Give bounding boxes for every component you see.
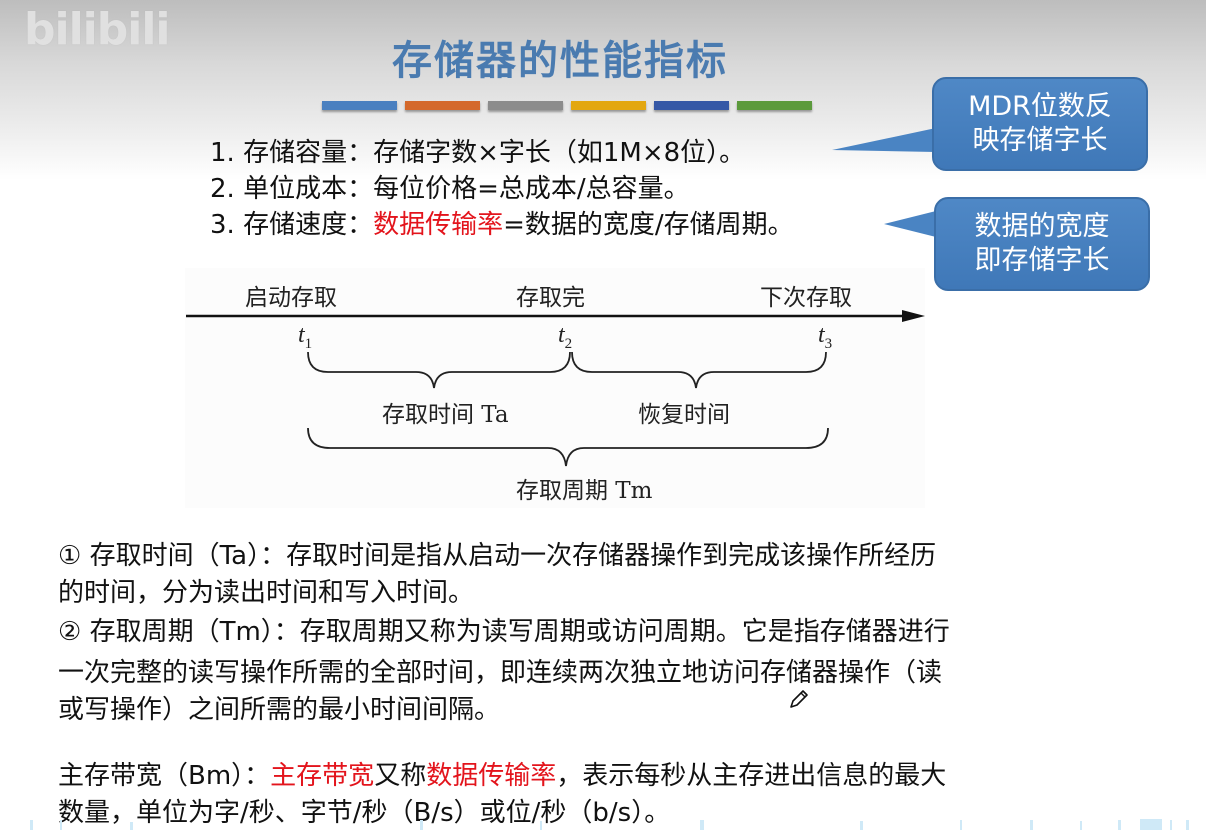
highlight-bandwidth: 主存带宽 [270, 761, 375, 791]
color-bar [488, 101, 563, 110]
highlight-transfer-rate: 数据传输率 [426, 761, 557, 791]
definition-line: ② 存取周期（Tm）：存取周期又称为读写周期或访问周期。它是指存储器进行 [58, 617, 950, 647]
callout-mdr-word-length: MDR位数反 映存储字长 [932, 77, 1148, 171]
label-next-access: 下次存取 [760, 285, 852, 311]
bottom-decorative-strip [30, 819, 1189, 830]
callout-line: 即存储字长 [974, 245, 1110, 276]
definition-line: 或写操作）之间所需的最小时间间隔。 [58, 695, 501, 725]
label-access-cycle: 存取周期 Tm [516, 478, 653, 504]
point-suffix: =数据的宽度/存储周期。 [503, 210, 794, 240]
point-storage-speed: 3. 存储速度：数据传输率=数据的宽度/存储周期。 [210, 207, 794, 243]
callout-line: 数据的宽度 [974, 211, 1110, 242]
definition-line: 的时间，分为读出时间和写入时间。 [58, 578, 475, 608]
callout-line: MDR位数反 [968, 91, 1112, 122]
label-access-done: 存取完 [516, 285, 585, 311]
callout-line: 映存储字长 [972, 125, 1108, 156]
point-storage-capacity: 1. 存储容量：存储字数×字长（如1M×8位）。 [210, 138, 746, 168]
color-bar [654, 101, 729, 110]
bandwidth-line-2: 数量，单位为字/秒、字节/秒（B/s）或位/秒（b/s）。 [58, 798, 671, 828]
definition-line: ① 存取时间（Ta）：存取时间是指从启动一次存储器操作到完成该操作所经历 [58, 541, 937, 571]
highlight-data-transfer-rate: 数据传输率 [373, 210, 504, 240]
callout-data-width: 数据的宽度 即存储字长 [934, 197, 1150, 291]
slide-title: 存储器的性能指标 [392, 38, 728, 84]
bilibili-watermark: bilibili [24, 4, 170, 55]
pencil-icon [790, 690, 808, 708]
label-access-time: 存取时间 Ta [382, 402, 509, 428]
callout-tail-2 [884, 210, 940, 238]
decorative-color-bars [322, 101, 812, 110]
point-unit-cost: 2. 单位成本：每位价格=总成本/总容量。 [210, 174, 690, 204]
access-timing-diagram [185, 268, 925, 508]
label-start-access: 启动存取 [245, 285, 337, 311]
color-bar [322, 101, 397, 110]
definition-line: 一次完整的读写操作所需的全部时间，即连续两次独立地访问存储器操作（读 [58, 658, 943, 688]
label-recovery-time: 恢复时间 [638, 402, 730, 428]
time-point-t2: t2 [558, 322, 573, 352]
main-memory-bandwidth: 主存带宽（Bm）：主存带宽又称数据传输率，表示每秒从主存进出信息的最大 数量，单… [58, 758, 946, 832]
callout-tail-1 [832, 128, 936, 152]
timeline-and-braces [186, 310, 925, 467]
point-prefix: 3. 存储速度： [210, 210, 374, 240]
time-point-t3: t3 [818, 322, 833, 352]
performance-points-list: 1. 存储容量：存储字数×字长（如1M×8位）。 2. 单位成本：每位价格=总成… [210, 135, 794, 243]
bandwidth-line-1: 主存带宽（Bm）：主存带宽又称数据传输率，表示每秒从主存进出信息的最大 [58, 761, 947, 791]
color-bar [405, 101, 480, 110]
time-point-t1: t1 [298, 322, 313, 352]
color-bar [737, 101, 812, 110]
color-bar [571, 101, 646, 110]
definition-access-time: ① 存取时间（Ta）：存取时间是指从启动一次存储器操作到完成该操作所经历 的时间… [58, 538, 950, 729]
